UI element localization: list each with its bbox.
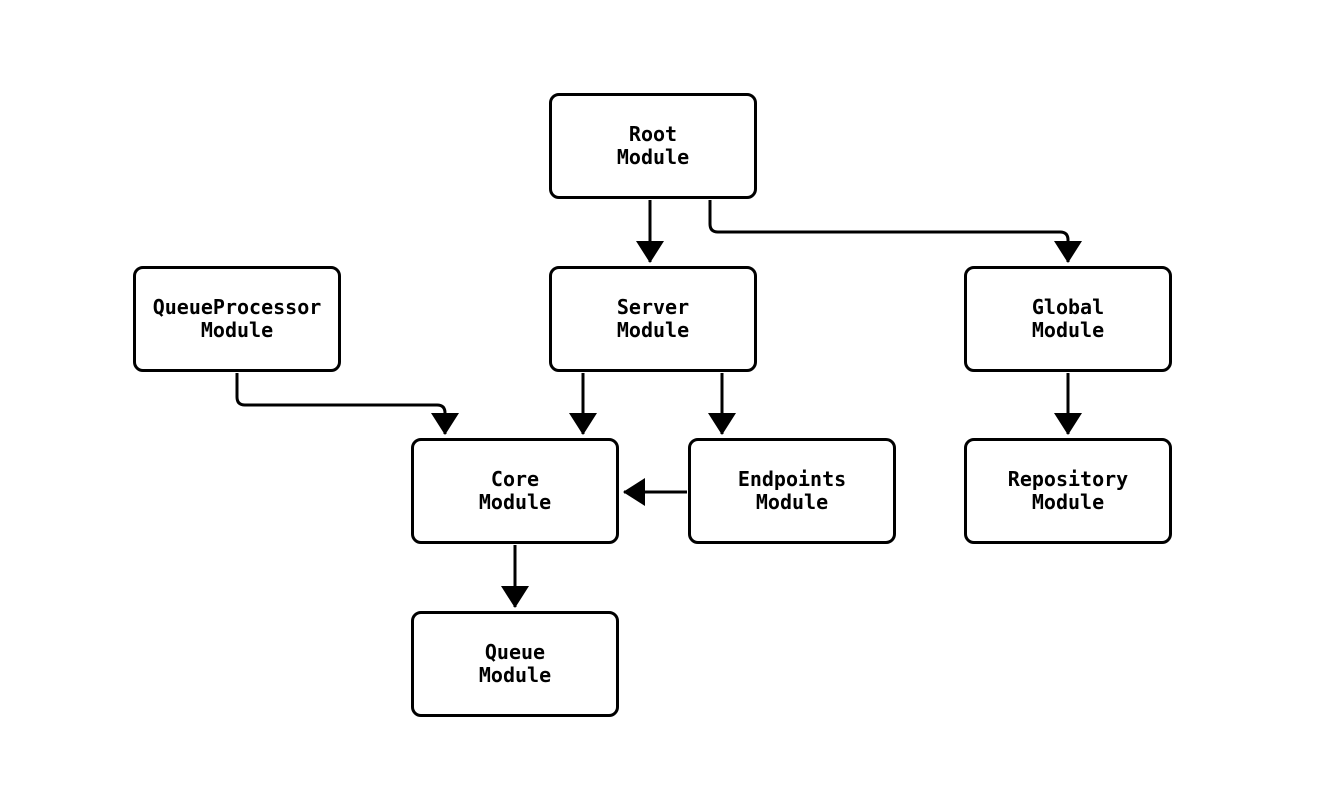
node-repository-module: Repository Module <box>964 438 1172 544</box>
node-queueprocessor-module: QueueProcessor Module <box>133 266 341 372</box>
node-server-module: Server Module <box>549 266 757 372</box>
node-root-module: Root Module <box>549 93 757 199</box>
node-global-module: Global Module <box>964 266 1172 372</box>
edge-root-to-global <box>708 200 1082 263</box>
node-core-module: Core Module <box>411 438 619 544</box>
node-endpoints-module: Endpoints Module <box>688 438 896 544</box>
edge-queueprocessor-to-core <box>235 373 459 435</box>
node-queue-module: Queue Module <box>411 611 619 717</box>
